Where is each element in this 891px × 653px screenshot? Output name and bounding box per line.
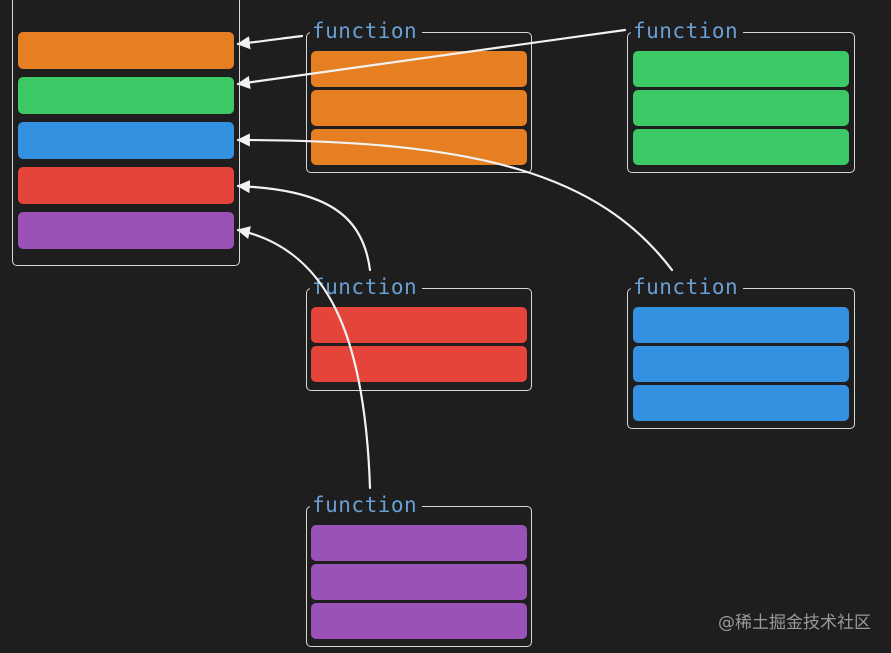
function-label: function	[310, 16, 423, 46]
function-box-green: function	[627, 16, 855, 173]
function-blue-row	[633, 307, 849, 343]
arrow-orange	[236, 34, 304, 50]
function-red-row	[311, 346, 527, 382]
stack-slot-red	[18, 167, 234, 204]
watermark: @稀土掘金技术社区	[718, 613, 871, 633]
function-green-row	[633, 90, 849, 126]
function-orange-row	[311, 51, 527, 87]
function-red-row	[311, 307, 527, 343]
function-purple-row	[311, 564, 527, 600]
function-purple-row	[311, 603, 527, 639]
function-box-blue: function	[627, 272, 855, 429]
arrow-red	[236, 179, 372, 272]
function-label: function	[631, 16, 744, 46]
function-label: function	[310, 272, 423, 302]
stack-container	[12, 0, 240, 266]
function-label: function	[310, 490, 423, 520]
function-box-purple: function	[306, 490, 532, 647]
function-orange-row	[311, 129, 527, 165]
function-blue-row	[633, 346, 849, 382]
function-label: function	[631, 272, 744, 302]
stack-slot-blue	[18, 122, 234, 159]
stack-slot-orange	[18, 32, 234, 69]
stack-slot-purple	[18, 212, 234, 249]
stack-slot-green	[18, 77, 234, 114]
function-orange-row	[311, 90, 527, 126]
function-green-row	[633, 51, 849, 87]
function-green-row	[633, 129, 849, 165]
function-purple-row	[311, 525, 527, 561]
function-blue-row	[633, 385, 849, 421]
